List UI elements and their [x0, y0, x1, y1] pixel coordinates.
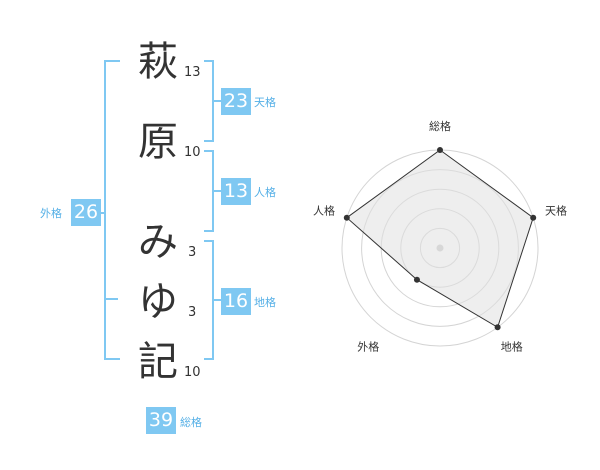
tenkaku-bracket [204, 60, 214, 142]
jinkaku-bracket [204, 150, 214, 232]
soukaku-label: 総格 [180, 416, 202, 429]
radar-axis-label-4: 外格 [357, 340, 379, 354]
tenkaku-badge: 23 [221, 88, 251, 115]
gaikaku-bracket-inner-tick [106, 298, 118, 300]
gaikaku-label: 外格 [40, 207, 62, 220]
name-char-4: ゆ [138, 279, 178, 325]
name-char-1: 萩 [138, 39, 178, 85]
radar-axis-label-2: 天格 [545, 203, 567, 217]
radar-area [345, 149, 534, 329]
radar-axis-label-1: 総格 [429, 119, 451, 133]
chikaku-badge: 16 [221, 288, 251, 315]
radar-axis-label-5: 人格 [313, 203, 335, 217]
radar-point-4 [413, 276, 420, 283]
name-char-2: 原 [138, 119, 178, 165]
radar-point-3 [494, 324, 501, 331]
jinkaku-label: 人格 [254, 186, 276, 199]
gaikaku-bracket [104, 60, 120, 360]
name-char-1-strokes: 13 [184, 65, 201, 80]
name-char-2-strokes: 10 [184, 145, 201, 160]
name-char-3-strokes: 3 [188, 245, 197, 260]
radar-point-2 [530, 214, 537, 221]
radar-axis-label-3: 地格 [501, 340, 523, 354]
tenkaku-label: 天格 [254, 96, 276, 109]
gaikaku-bracket-tick [97, 212, 105, 214]
radar-point-5 [343, 214, 350, 221]
chikaku-bracket-tick [214, 299, 222, 301]
gaikaku-badge: 26 [71, 199, 101, 226]
tenkaku-bracket-tick [214, 100, 222, 102]
chikaku-label: 地格 [254, 296, 276, 309]
radar-point-1 [437, 147, 443, 153]
jinkaku-bracket-tick [214, 190, 222, 192]
name-char-5: 記 [138, 339, 178, 385]
chikaku-bracket [204, 240, 214, 360]
soukaku-badge: 39 [146, 407, 176, 434]
name-char-4-strokes: 3 [188, 305, 197, 320]
jinkaku-badge: 13 [221, 178, 251, 205]
name-char-5-strokes: 10 [184, 365, 201, 380]
name-char-3: み [138, 219, 178, 265]
